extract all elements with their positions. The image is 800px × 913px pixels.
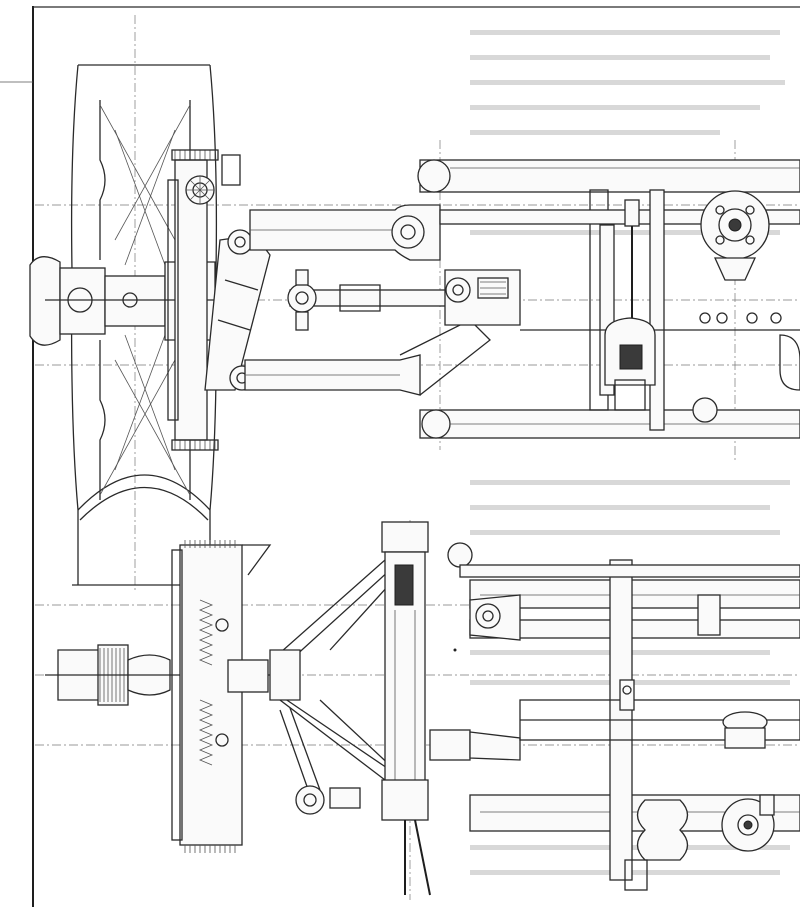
mount-bolts-upper bbox=[699, 312, 800, 391]
rod-end-adjuster bbox=[295, 729, 521, 815]
reference-dot bbox=[453, 648, 457, 652]
kingpin-column bbox=[381, 521, 473, 896]
damper-mount bbox=[604, 199, 718, 423]
brake-drum-upper bbox=[167, 149, 219, 451]
tie-rod-upper bbox=[287, 269, 451, 331]
upper-plan-view bbox=[29, 15, 800, 590]
upper-wishbone bbox=[249, 204, 441, 261]
bellows-damper bbox=[624, 711, 775, 891]
brake-drum-lower bbox=[171, 540, 272, 853]
inboard-pivot-lower bbox=[469, 594, 721, 711]
steering-sprocket bbox=[185, 154, 241, 205]
steering-box bbox=[444, 269, 521, 326]
lower-plan-view bbox=[35, 520, 800, 900]
pinion-flange bbox=[700, 190, 770, 281]
lower-wishbone bbox=[244, 319, 491, 396]
triangular-wishbone bbox=[269, 558, 399, 796]
